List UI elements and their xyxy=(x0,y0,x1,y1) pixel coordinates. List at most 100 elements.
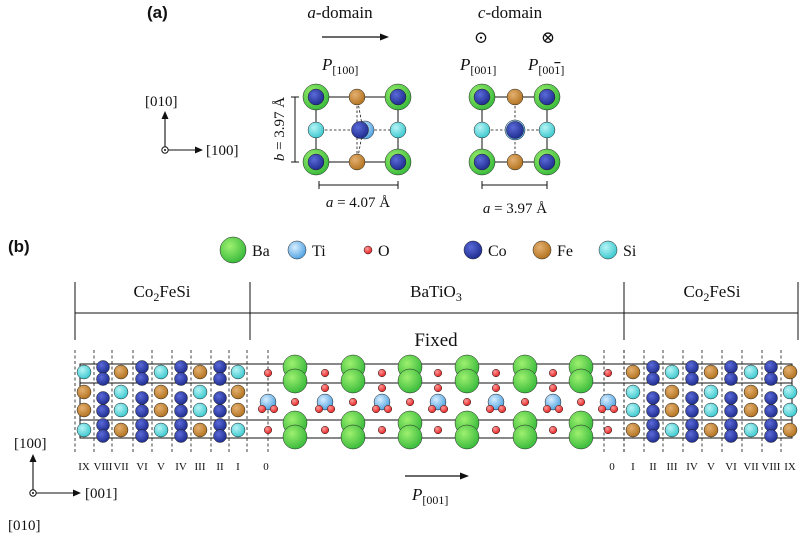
o-atom xyxy=(603,425,613,435)
si-atom xyxy=(782,402,798,418)
co-atom xyxy=(135,372,149,386)
o-atom xyxy=(548,368,558,378)
o-atom xyxy=(603,368,613,378)
p100-label: P[100] xyxy=(321,55,358,77)
o-atom xyxy=(320,368,330,378)
fe-atom xyxy=(153,384,169,400)
legend-fe-swatch xyxy=(532,240,552,260)
right-layer-label: VII xyxy=(743,461,759,473)
ba-atom xyxy=(282,424,308,450)
left-layer-label: VIII xyxy=(94,461,113,473)
co-atom xyxy=(685,404,699,418)
o-atom xyxy=(548,425,558,435)
legend-si-swatch xyxy=(598,240,618,260)
si-atom xyxy=(743,364,759,380)
co-atom xyxy=(764,429,778,443)
si-atom xyxy=(192,402,208,418)
o-atom xyxy=(433,368,443,378)
fe-atom xyxy=(230,402,246,418)
co-atom xyxy=(646,372,660,386)
fe-atom xyxy=(113,364,129,380)
o-atom xyxy=(348,397,358,407)
co-atom xyxy=(724,391,738,405)
ba-atom xyxy=(568,368,594,394)
co-atom xyxy=(473,153,491,171)
a-dimension-label-left: a = 4.07 Å xyxy=(326,195,390,211)
fe-atom xyxy=(76,402,92,418)
o-atom xyxy=(497,404,507,414)
co-atom xyxy=(174,429,188,443)
co-atom xyxy=(724,360,738,374)
legend-o-label: O xyxy=(378,243,390,260)
axis-100-label: [100] xyxy=(206,143,239,159)
right-layer-label: III xyxy=(667,461,678,473)
si-atom xyxy=(625,384,641,400)
legend-co-label: Co xyxy=(488,243,507,260)
o-atom xyxy=(383,404,393,414)
ba-atom xyxy=(512,424,538,450)
panel-a-label: (a) xyxy=(147,3,168,22)
o-atom xyxy=(427,404,437,414)
left-layer-label: VI xyxy=(136,461,148,473)
axis-010-arrow xyxy=(161,111,169,119)
right-material-label: Co2FeSi xyxy=(683,282,740,304)
b-dimension-label: b = 3.97 Å xyxy=(272,97,288,161)
right-layer-label: II xyxy=(649,461,657,473)
si-atom xyxy=(538,121,556,139)
o-atom xyxy=(371,404,381,414)
co-atom xyxy=(685,360,699,374)
co-atom xyxy=(213,429,227,443)
o-atom xyxy=(290,397,300,407)
legend-si-label: Si xyxy=(623,243,637,260)
fe-atom xyxy=(348,88,366,106)
o-atom xyxy=(405,397,415,407)
co-atom xyxy=(764,404,778,418)
fe-atom xyxy=(506,153,524,171)
supercell-frame xyxy=(79,363,793,439)
si-atom xyxy=(664,364,680,380)
co-atom xyxy=(538,153,556,171)
co-atom xyxy=(685,372,699,386)
p001-label: P[001] xyxy=(459,55,496,77)
fixed-label: Fixed xyxy=(414,330,458,351)
left-layer-label: IX xyxy=(78,461,90,473)
co-atom xyxy=(538,88,556,106)
fe-atom xyxy=(506,88,524,106)
fe-atom xyxy=(153,402,169,418)
si-atom xyxy=(113,402,129,418)
co-atom xyxy=(307,153,325,171)
o-atom xyxy=(491,368,501,378)
co-atom xyxy=(685,429,699,443)
co-atom xyxy=(646,429,660,443)
o-atom xyxy=(491,425,501,435)
layer-guides xyxy=(74,350,782,452)
co-atom xyxy=(174,404,188,418)
co-atom xyxy=(135,360,149,374)
si-atom xyxy=(625,402,641,418)
co-atom xyxy=(96,404,110,418)
a-domain-atoms xyxy=(302,83,412,176)
fe-atom xyxy=(782,422,798,438)
co-atom xyxy=(389,88,407,106)
right-layer-label: V xyxy=(707,461,715,473)
c-domain-title: c-domain xyxy=(478,3,543,22)
fe-atom xyxy=(782,364,798,380)
left-layer-label: I xyxy=(236,461,240,473)
axis-100-arrow xyxy=(195,146,203,154)
a-dimension-label-right: a = 3.97 Å xyxy=(483,201,547,217)
b-axis-100-label: [100] xyxy=(14,436,47,452)
co-atom xyxy=(213,360,227,374)
ba-atom xyxy=(397,424,423,450)
fe-atom xyxy=(348,153,366,171)
o-atom xyxy=(377,425,387,435)
si-atom xyxy=(230,422,246,438)
o-atom xyxy=(576,397,586,407)
co-atom xyxy=(96,372,110,386)
ba-atom xyxy=(568,424,594,450)
co-atom xyxy=(351,121,369,139)
co-atom xyxy=(646,360,660,374)
left-layer-label: III xyxy=(195,461,206,473)
co-atom xyxy=(685,391,699,405)
axis-010-label: [010] xyxy=(145,94,178,110)
si-atom xyxy=(703,402,719,418)
